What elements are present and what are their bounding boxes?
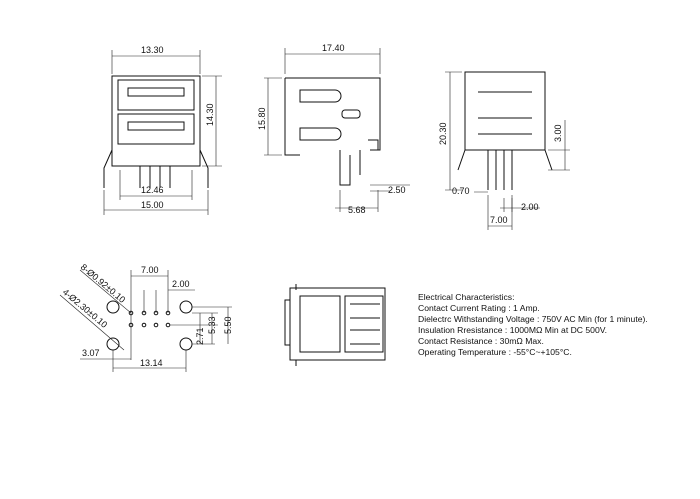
label-small-holes: 8-Ø0.92±0.10 (79, 262, 128, 305)
dim-row-gap: 2.71 (195, 327, 205, 345)
dim-rear-pin-span: 7.00 (490, 215, 508, 225)
dim-pin-thickness: 0.70 (452, 186, 470, 196)
dim-left-offset: 3.07 (82, 348, 100, 358)
dim-fp-a: 5.33 (207, 316, 217, 334)
spec-dielectric: Dielectrc Withstanding Voltage : 750V AC… (418, 314, 648, 324)
label-large-holes: 4-Ø2.30±0.10 (61, 287, 110, 330)
dim-side-pin-offset: 2.50 (388, 185, 406, 195)
dim-side-height: 15.80 (257, 107, 267, 130)
dim-rear-height: 20.30 (438, 122, 448, 145)
pcb-footprint: 7.00 2.00 8-Ø0.92±0.10 4-Ø2.30±0.10 2.71… (59, 262, 233, 372)
spec-title: Electrical Characteristics: (418, 292, 515, 302)
dim-fp-pin-span: 7.00 (141, 265, 159, 275)
spec-current: Contact Current Rating : 1 Amp. (418, 303, 540, 313)
dim-mount-span: 13.14 (140, 358, 163, 368)
dim-fp-b: 5.50 (223, 316, 233, 334)
dim-overall-width: 15.00 (141, 200, 164, 210)
side-view: 17.40 15.80 2.50 5.68 (257, 43, 410, 215)
front-view: 13.30 14.30 12.46 15.00 (103, 45, 222, 215)
spec-contact-resistance: Contact Resistance : 30mΩ Max. (418, 336, 544, 346)
dim-fp-pin-pitch: 2.00 (172, 279, 190, 289)
dim-pin-span: 12.46 (141, 185, 164, 195)
dim-side-pin-pos: 5.68 (348, 205, 366, 215)
dim-rear-pin-pitch: 2.00 (521, 202, 539, 212)
top-view (284, 284, 386, 366)
dim-side-length: 17.40 (322, 43, 345, 53)
spec-temperature: Operating Temperature : -55°C~+105°C. (418, 347, 572, 357)
dim-rear-pin-height: 3.00 (553, 124, 563, 142)
rear-view: 20.30 3.00 0.70 2.00 7.00 (438, 71, 570, 230)
spec-insulation: Insulation Rresistance : 1000MΩ Min at D… (418, 325, 608, 335)
dim-front-width: 13.30 (141, 45, 164, 55)
dim-front-height: 14.30 (205, 103, 215, 126)
electrical-characteristics: Electrical Characteristics: Contact Curr… (418, 292, 648, 358)
